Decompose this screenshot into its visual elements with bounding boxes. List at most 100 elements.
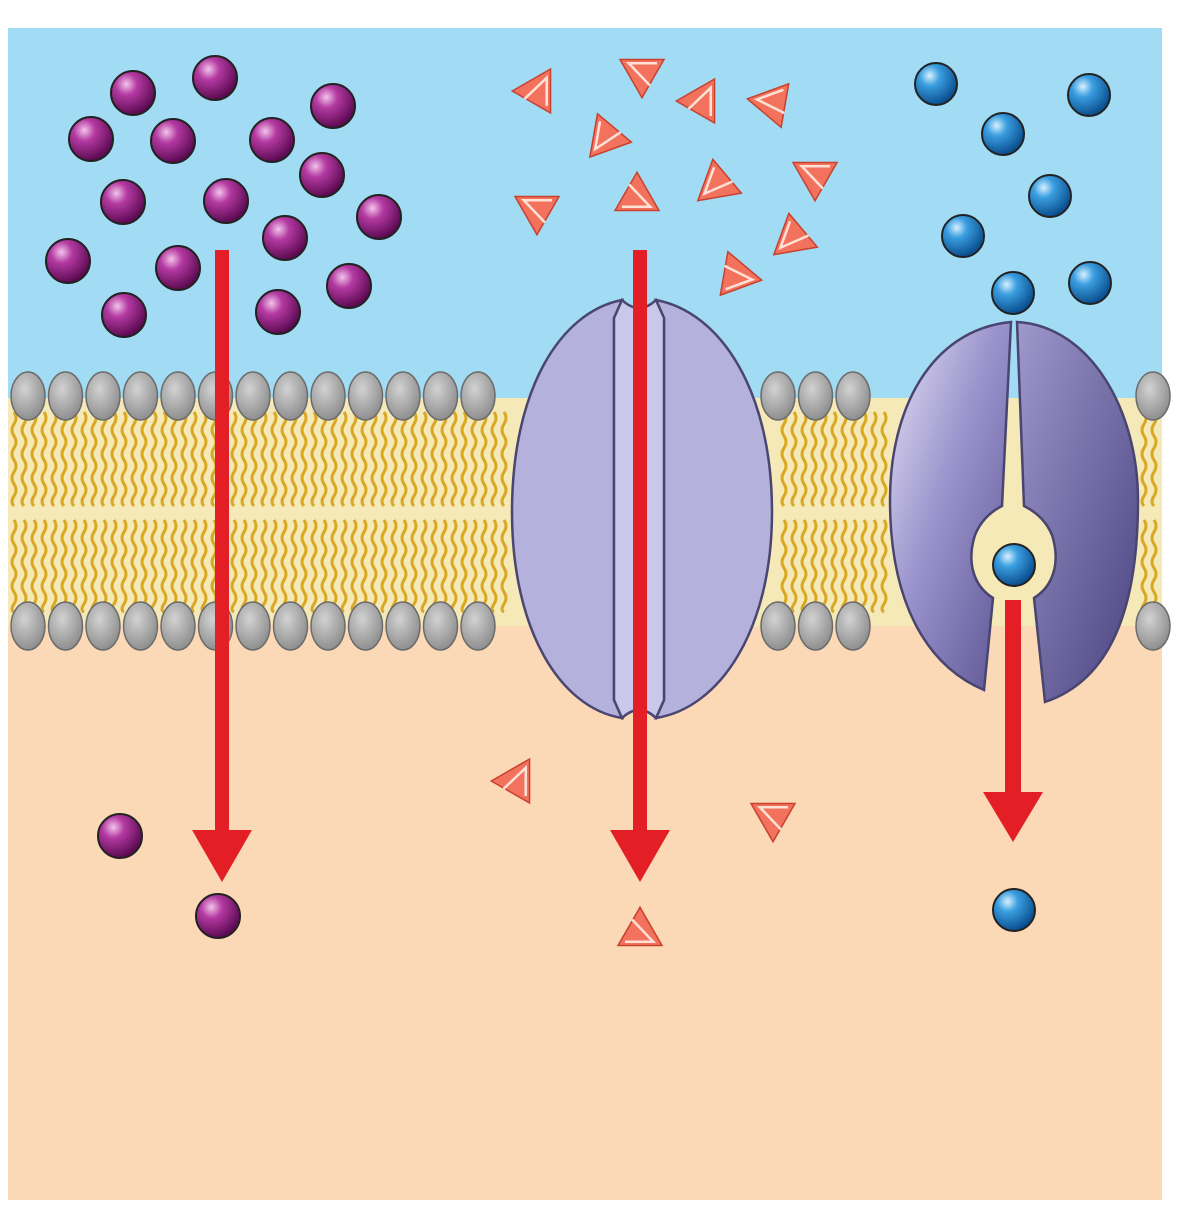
lipid-tail bbox=[300, 411, 308, 508]
orange-molecule bbox=[696, 157, 743, 202]
lipid-tail bbox=[860, 519, 868, 614]
lipid-tail bbox=[90, 519, 98, 614]
lipid-tail bbox=[110, 519, 118, 614]
lipid-tail bbox=[800, 519, 808, 614]
lipid-tail bbox=[780, 519, 788, 614]
purple-molecule bbox=[68, 116, 114, 162]
lipid-tail bbox=[460, 519, 468, 614]
lipid-tail bbox=[170, 411, 178, 508]
lipid-tail bbox=[320, 411, 328, 508]
lipid-tail bbox=[260, 519, 268, 614]
orange-molecule-highlight bbox=[702, 166, 734, 197]
lipid-tail bbox=[230, 519, 238, 614]
lipid-tail bbox=[120, 519, 128, 614]
molecules bbox=[45, 55, 1112, 947]
lipid-tail bbox=[190, 519, 198, 614]
orange-molecule-highlight bbox=[753, 88, 785, 115]
lipid-tail bbox=[850, 519, 858, 614]
lipid-tail bbox=[20, 411, 28, 508]
orange-molecule-highlight bbox=[520, 199, 552, 224]
orange-molecule-highlight bbox=[502, 764, 527, 796]
phospholipid-head-outer bbox=[797, 371, 834, 421]
lipid-tail bbox=[310, 411, 318, 508]
lipid-tail bbox=[190, 411, 198, 508]
lipid-tail bbox=[470, 519, 478, 614]
lipid-tail bbox=[450, 411, 458, 508]
phospholipid-head-inner bbox=[460, 601, 496, 651]
phospholipid-head-outer bbox=[47, 371, 84, 421]
phospholipid-head-inner bbox=[122, 601, 159, 651]
orange-molecule bbox=[613, 170, 661, 212]
lipid-tail bbox=[500, 411, 508, 508]
lipid-tail bbox=[790, 519, 798, 614]
lipid-tail bbox=[320, 519, 328, 614]
lipid-tail bbox=[160, 411, 168, 508]
orange-molecule-highlight bbox=[625, 62, 657, 87]
lipid-tail bbox=[60, 411, 68, 508]
lipid-tail bbox=[180, 519, 188, 614]
phospholipid-head-outer bbox=[160, 371, 196, 421]
orange-molecule bbox=[791, 161, 839, 203]
lipid-tail bbox=[820, 411, 828, 508]
lipid-tail bbox=[350, 519, 358, 614]
lipid-tail bbox=[1150, 519, 1158, 614]
phospholipid-head-inner bbox=[422, 601, 459, 651]
lipid-tail bbox=[250, 411, 258, 508]
phospholipid-head-inner bbox=[1135, 601, 1171, 651]
orange-molecule-highlight bbox=[724, 264, 756, 291]
carrier-arrow-head bbox=[983, 792, 1043, 842]
lipid-tail bbox=[390, 519, 398, 614]
purple-molecule bbox=[262, 215, 308, 261]
phospholipid-head-outer bbox=[1135, 371, 1171, 421]
phospholipid-head-inner bbox=[310, 601, 346, 651]
orange-molecule bbox=[489, 757, 531, 805]
lipid-tail bbox=[40, 519, 48, 614]
lipid-tail bbox=[430, 411, 438, 508]
phospholipid-head-outer bbox=[347, 371, 384, 421]
phospholipid-head-outer bbox=[272, 371, 309, 421]
lipid-tail bbox=[380, 411, 388, 508]
lipid-tail bbox=[480, 519, 488, 614]
purple-molecule bbox=[326, 263, 372, 309]
lipid-tail bbox=[280, 519, 288, 614]
phospholipid-head-inner bbox=[797, 601, 834, 651]
lipid-tail bbox=[790, 411, 798, 508]
lipid-tail bbox=[70, 411, 78, 508]
phospholipid-head-outer bbox=[385, 371, 421, 421]
blue-molecule bbox=[1068, 261, 1112, 305]
lipid-tail bbox=[60, 519, 68, 614]
channel-arrow-head bbox=[610, 830, 670, 882]
blue-molecule bbox=[991, 271, 1035, 315]
lipid-tail bbox=[330, 519, 338, 614]
phospholipid-head-outer bbox=[85, 371, 121, 421]
lipid-tail bbox=[180, 411, 188, 508]
lipid-tail bbox=[270, 411, 278, 508]
lipid-tail bbox=[160, 519, 168, 614]
purple-molecule bbox=[249, 117, 295, 163]
channel-protein-left-subunit bbox=[510, 298, 625, 720]
orange-molecule-highlight bbox=[687, 84, 712, 116]
lipid-tail bbox=[840, 519, 848, 614]
lipid-tail bbox=[80, 519, 88, 614]
transport-arrows bbox=[192, 250, 1043, 882]
lipid-tail bbox=[50, 519, 58, 614]
diffusion-arrow-head bbox=[192, 830, 252, 882]
lipid-tail bbox=[110, 411, 118, 508]
lipid-tail bbox=[170, 519, 178, 614]
phospholipid-head-inner bbox=[835, 601, 871, 651]
phospholipid-head-inner bbox=[347, 601, 384, 651]
orange-molecule bbox=[616, 905, 664, 947]
lipid-tail bbox=[390, 411, 398, 508]
purple-molecule bbox=[45, 238, 91, 284]
lipid-tail bbox=[130, 519, 138, 614]
lipid-tail bbox=[880, 411, 888, 508]
lipid-tail bbox=[230, 411, 238, 508]
purple-molecule bbox=[203, 178, 249, 224]
purple-molecule bbox=[97, 813, 143, 859]
lipid-tail bbox=[450, 519, 458, 614]
phospholipid-head-inner bbox=[10, 601, 46, 651]
phospholipid-head-outer bbox=[122, 371, 159, 421]
orange-molecule bbox=[772, 211, 819, 256]
lipid-tail bbox=[1140, 411, 1148, 508]
